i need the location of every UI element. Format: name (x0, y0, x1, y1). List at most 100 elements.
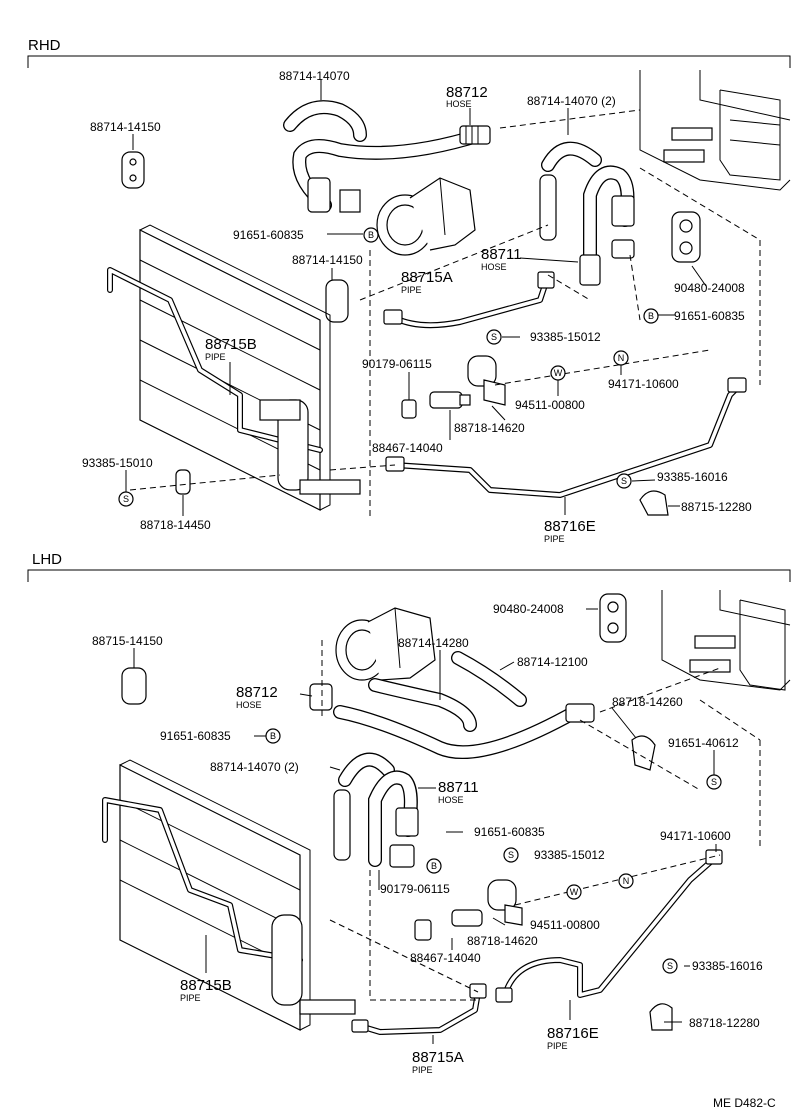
part-label: 88718-12280 (689, 1016, 760, 1030)
symbol-n: N (618, 353, 625, 363)
part-label: 88718-14260 (612, 695, 683, 709)
symbol-s: S (508, 850, 514, 860)
part-label: 93385-16016 (692, 959, 763, 973)
pipe-88715A-lhd (351, 983, 487, 1035)
part-type-label: HOSE (481, 262, 507, 272)
symbol-b-circle (363, 227, 379, 243)
part-label: 93385-16016 (657, 470, 728, 484)
part-label: 88715-12280 (681, 500, 752, 514)
hose-88714-14280 (368, 678, 477, 732)
hose-88714-14070-top (283, 100, 367, 142)
part-label: 88714-14070 (2) (210, 760, 299, 774)
pipe-88716E-lhd (495, 849, 723, 1003)
part-label: 90480-24008 (674, 281, 745, 295)
part-type-label: HOSE (446, 99, 472, 109)
symbol-s-circle (706, 774, 722, 790)
compressor-lhd (335, 607, 436, 681)
clamp-88718-12280 (649, 1003, 673, 1031)
hose-88712 (292, 125, 491, 213)
part-label: 91651-40612 (668, 736, 739, 750)
switch-88467-14040 (429, 391, 471, 409)
symbol-w-circle (550, 365, 566, 381)
part-label: 88467-14040 (410, 951, 481, 965)
symbol-s-circle (662, 958, 678, 974)
hose-88714-12100 (451, 651, 527, 707)
part-label: 91651-60835 (674, 309, 745, 323)
symbol-b: B (270, 731, 276, 741)
clamp-hole (129, 174, 137, 182)
symbol-w: W (554, 368, 563, 378)
rhd-symbols: B B S N W S S (118, 227, 659, 507)
part-type-label: PIPE (205, 352, 226, 362)
part-label: 93385-15012 (530, 330, 601, 344)
hose-88712-lhd (309, 683, 595, 760)
part-label: 88714-14070 (2) (527, 94, 616, 108)
symbol-n-circle (613, 350, 629, 366)
evaporator-unit-lhd (661, 590, 791, 691)
part-label: 90179-06115 (380, 882, 450, 896)
part-type-label: PIPE (401, 285, 422, 295)
part-label: 90480-24008 (493, 602, 564, 616)
clamp-88714-14150-a (121, 151, 145, 189)
lhd-section-title: LHD (32, 551, 62, 568)
part-number-label: 88715B (180, 977, 232, 994)
receiver-dryer-lhd (271, 914, 356, 1015)
symbol-n-circle (618, 873, 634, 889)
part-label: 88715-14150 (92, 634, 163, 648)
rhd-section-frame: RHD (27, 37, 791, 68)
evaporator-unit (639, 70, 791, 191)
part-label: 88714-14280 (398, 636, 469, 650)
part-label: 88467-14040 (372, 441, 443, 455)
symbol-b-circle (426, 858, 442, 874)
clamp-88718-14450 (175, 469, 191, 495)
lhd-labels: 90480-24008 88715-14150 88714-14280 8871… (92, 602, 763, 1075)
part-number-label: 88711 (481, 246, 522, 263)
part-type-label: PIPE (180, 993, 201, 1003)
part-label: 94511-00800 (515, 398, 585, 412)
clamp-hole (129, 158, 137, 166)
symbol-w: W (570, 887, 579, 897)
pipe-88716E (385, 377, 747, 498)
hose-88714-14070-arch (539, 141, 602, 241)
hose-88714-14070-arch-lhd (333, 752, 395, 861)
rhd-drawing (107, 70, 791, 520)
part-label: 90179-06115 (362, 357, 432, 371)
part-number-label: 88715A (401, 269, 453, 286)
lhd-drawing (102, 590, 791, 1035)
part-label: 91651-60835 (474, 825, 545, 839)
symbol-n: N (623, 876, 630, 886)
rhd-labels: 88714-14070 88712 HOSE 88714-14070 (2) 8… (82, 69, 752, 544)
clamp-88715-12280 (639, 490, 669, 516)
part-type-label: PIPE (412, 1065, 433, 1075)
part-label: 88714-14150 (90, 120, 161, 134)
bracket-88718-14620 (467, 355, 506, 406)
part-label: 93385-15012 (534, 848, 605, 862)
part-label: 91651-60835 (160, 729, 231, 743)
symbol-b-circle (265, 728, 281, 744)
part-label: 93385-15010 (82, 456, 153, 470)
symbol-b-circle (643, 308, 659, 324)
symbol-s: S (711, 777, 717, 787)
symbol-s-circle (486, 329, 502, 345)
part-number-label: 88712 (446, 84, 488, 101)
part-type-label: PIPE (544, 534, 565, 544)
part-number-label: 88712 (236, 684, 278, 701)
symbol-s-circle (503, 847, 519, 863)
receiver-dryer (259, 399, 361, 495)
part-number-label: 88716E (547, 1025, 599, 1042)
lhd-section-frame: LHD (27, 551, 791, 582)
symbol-s: S (621, 476, 627, 486)
cap-90179-06115 (401, 399, 417, 419)
symbol-w-circle (566, 884, 582, 900)
part-type-label: HOSE (236, 700, 262, 710)
clamp-88714-14150-b (325, 279, 349, 323)
grommet-90480-24008-lhd (599, 593, 627, 643)
part-label: 88718-14450 (140, 518, 211, 532)
part-number-label: 88716E (544, 518, 596, 535)
symbol-b: B (368, 230, 374, 240)
part-label: 88714-14150 (292, 253, 363, 267)
part-type-label: PIPE (547, 1041, 568, 1051)
part-type-label: HOSE (438, 795, 464, 805)
part-label: 88714-14070 (279, 69, 350, 83)
